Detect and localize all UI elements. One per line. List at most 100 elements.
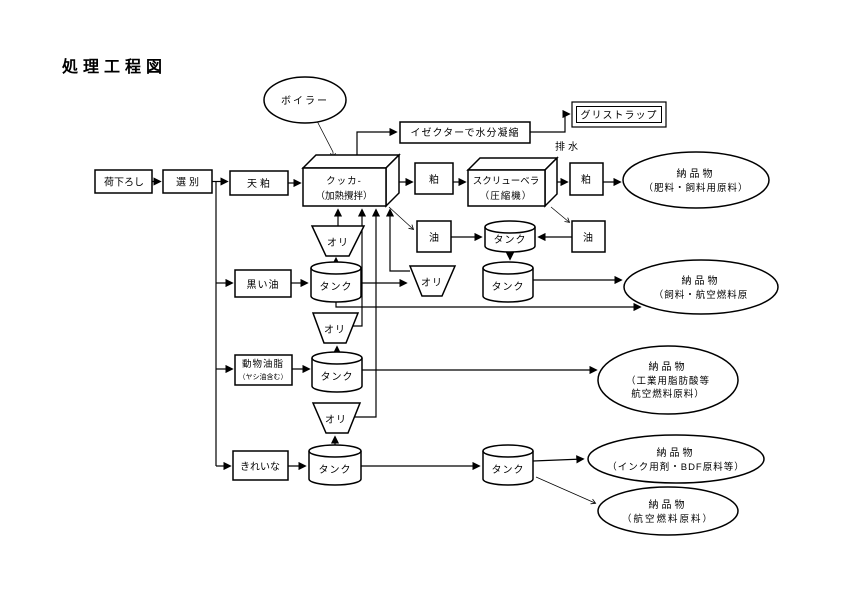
boiler-node: ボイラー: [263, 76, 347, 124]
ori2-label: オリ: [421, 277, 443, 289]
tank3-cylinder-top: [482, 261, 534, 275]
tenkasu-box: [229, 170, 289, 196]
connectors: [152, 109, 642, 505]
ori1-label: オリ: [327, 237, 349, 249]
grease-trap-label: グリストラップ: [581, 109, 658, 122]
deliverable3-line3: 航空燃料原料）: [631, 388, 705, 400]
grease-trap-node: グリストラップ: [571, 101, 667, 128]
tank5-label: タンク: [319, 464, 352, 476]
tank2-label: タンク: [320, 281, 353, 293]
oil-left-label: 油: [429, 231, 439, 244]
tank1-node: タンク: [484, 220, 536, 253]
tank4-node: タンク: [311, 351, 363, 393]
screw-press-label-1: スクリューベラ: [473, 176, 540, 187]
deliverable3-line2: （工業用脂肪酸等: [626, 375, 710, 387]
deliverable3-ellipse: [597, 345, 739, 415]
sort-box: [162, 169, 213, 194]
tank1-cylinder: [484, 227, 536, 253]
ori2-node: オリ: [408, 265, 457, 297]
arrow-screw-to-oil-right: [550, 206, 571, 223]
page-title: 処理工程図: [62, 57, 167, 76]
oil-left-node: 油: [416, 220, 452, 253]
arrow-ejector-to-grease-trap: [530, 109, 571, 133]
tank2-node: タンク: [310, 261, 362, 303]
ori3-trapezoid: [311, 312, 360, 344]
deliverable5-ellipse: [597, 486, 739, 536]
tank2-cylinder: [310, 268, 362, 303]
screw-press-box: [467, 169, 546, 207]
kasu1-label: 粕: [429, 173, 439, 186]
black-oil-box: [234, 269, 292, 298]
tank2-cylinder-top: [310, 261, 362, 275]
deliverable4-line1: 納品物: [657, 446, 696, 459]
clean-label: きれいな: [240, 461, 280, 473]
arrow-tank6-to-deliverable5: [535, 476, 597, 505]
unload-node: 荷下ろし: [94, 169, 153, 194]
deliverable5-line1: 納品物: [649, 498, 688, 511]
drain-label: 排水: [555, 140, 581, 153]
deliverable1-ellipse: [622, 151, 770, 209]
tank3-cylinder: [482, 268, 534, 303]
arrow-cooker-to-oil-left: [388, 206, 415, 230]
arrow-cooker-to-ejector: [356, 127, 398, 156]
tank4-cylinder: [311, 358, 363, 393]
ori1-trapezoid: [310, 225, 366, 257]
tank6-label: タンク: [492, 464, 525, 476]
ori3-node: オリ: [311, 312, 360, 344]
sort-label: 選別: [176, 176, 202, 189]
deliverable4-ellipse: [587, 434, 765, 484]
tank1-cylinder-top: [484, 220, 536, 234]
ori3-label: オリ: [324, 324, 346, 336]
oil-right-box: [571, 220, 606, 253]
arrow-ori2-to-cooker: [385, 208, 410, 272]
deliverable4-line2: （インク用剤・BDF原料等）: [607, 461, 745, 473]
arrow-ori4-to-cooker: [354, 208, 381, 418]
ejector-node: イゼクターで水分凝縮: [399, 121, 531, 144]
tenkasu-label: 天粕: [247, 177, 273, 190]
tank3-label: タンク: [492, 281, 525, 293]
deliverable2-line2: （飼料・航空燃料原: [654, 289, 749, 301]
deliverable1-node: 納品物 （肥料・飼料用原料）: [622, 151, 770, 209]
tank4-label: タンク: [321, 371, 354, 383]
screw-press-label-2: （圧縮機）: [480, 190, 533, 202]
kasu1-node: 粕: [414, 162, 454, 195]
animal-fat-node: 動物油脂 （ヤシ油含む）: [234, 354, 293, 386]
boiler-label: ボイラー: [281, 95, 329, 107]
cooker-label-2: （加熱攪拌）: [315, 190, 372, 202]
clean-box: [232, 450, 289, 481]
screw-press-node: スクリューベラ （圧縮機）: [466, 156, 559, 208]
ori2-trapezoid: [408, 265, 457, 297]
tenkasu-node: 天粕: [229, 170, 289, 196]
kasu2-box: [569, 162, 604, 196]
cooker-label-1: クッカ-: [326, 176, 362, 187]
kasu2-node: 粕: [569, 162, 604, 196]
deliverable4-node: 納品物 （インク用剤・BDF原料等）: [587, 434, 765, 484]
arrow-tank2-to-deliverable2: [335, 302, 642, 312]
deliverable2-line1: 納品物: [682, 274, 721, 287]
animal-fat-box: [234, 354, 293, 386]
arrow-tank6-to-deliverable4: [532, 455, 585, 464]
arrow-boiler-to-cooker: [316, 120, 336, 159]
animal-fat-label-2: （ヤシ油含む）: [239, 372, 288, 381]
unload-label: 荷下ろし: [104, 177, 144, 189]
cooker-box: [302, 167, 387, 207]
tank3-node: タンク: [482, 261, 534, 303]
black-oil-node: 黒い油: [234, 269, 292, 298]
deliverable3-line1: 納品物: [649, 360, 688, 373]
tank6-cylinder-top: [482, 444, 534, 458]
tank5-node: タンク: [308, 444, 362, 486]
tank6-cylinder: [482, 451, 534, 486]
sort-node: 選別: [162, 169, 213, 194]
animal-fat-label-1: 動物油脂: [242, 358, 284, 370]
cooker-node: クッカ- （加熱攪拌）: [301, 153, 401, 208]
ori4-label: オリ: [325, 414, 347, 426]
tank5-cylinder-top: [308, 444, 362, 458]
deliverable2-node: 納品物 （飼料・航空燃料原: [623, 259, 779, 315]
deliverable1-line2: （肥料・飼料用原料）: [643, 182, 748, 194]
deliverable2-ellipse: [623, 259, 779, 315]
unload-box: [94, 169, 153, 194]
kasu1-box: [414, 162, 454, 195]
arrow-ori3-to-cooker: [353, 208, 367, 327]
kasu2-label: 粕: [581, 173, 591, 186]
